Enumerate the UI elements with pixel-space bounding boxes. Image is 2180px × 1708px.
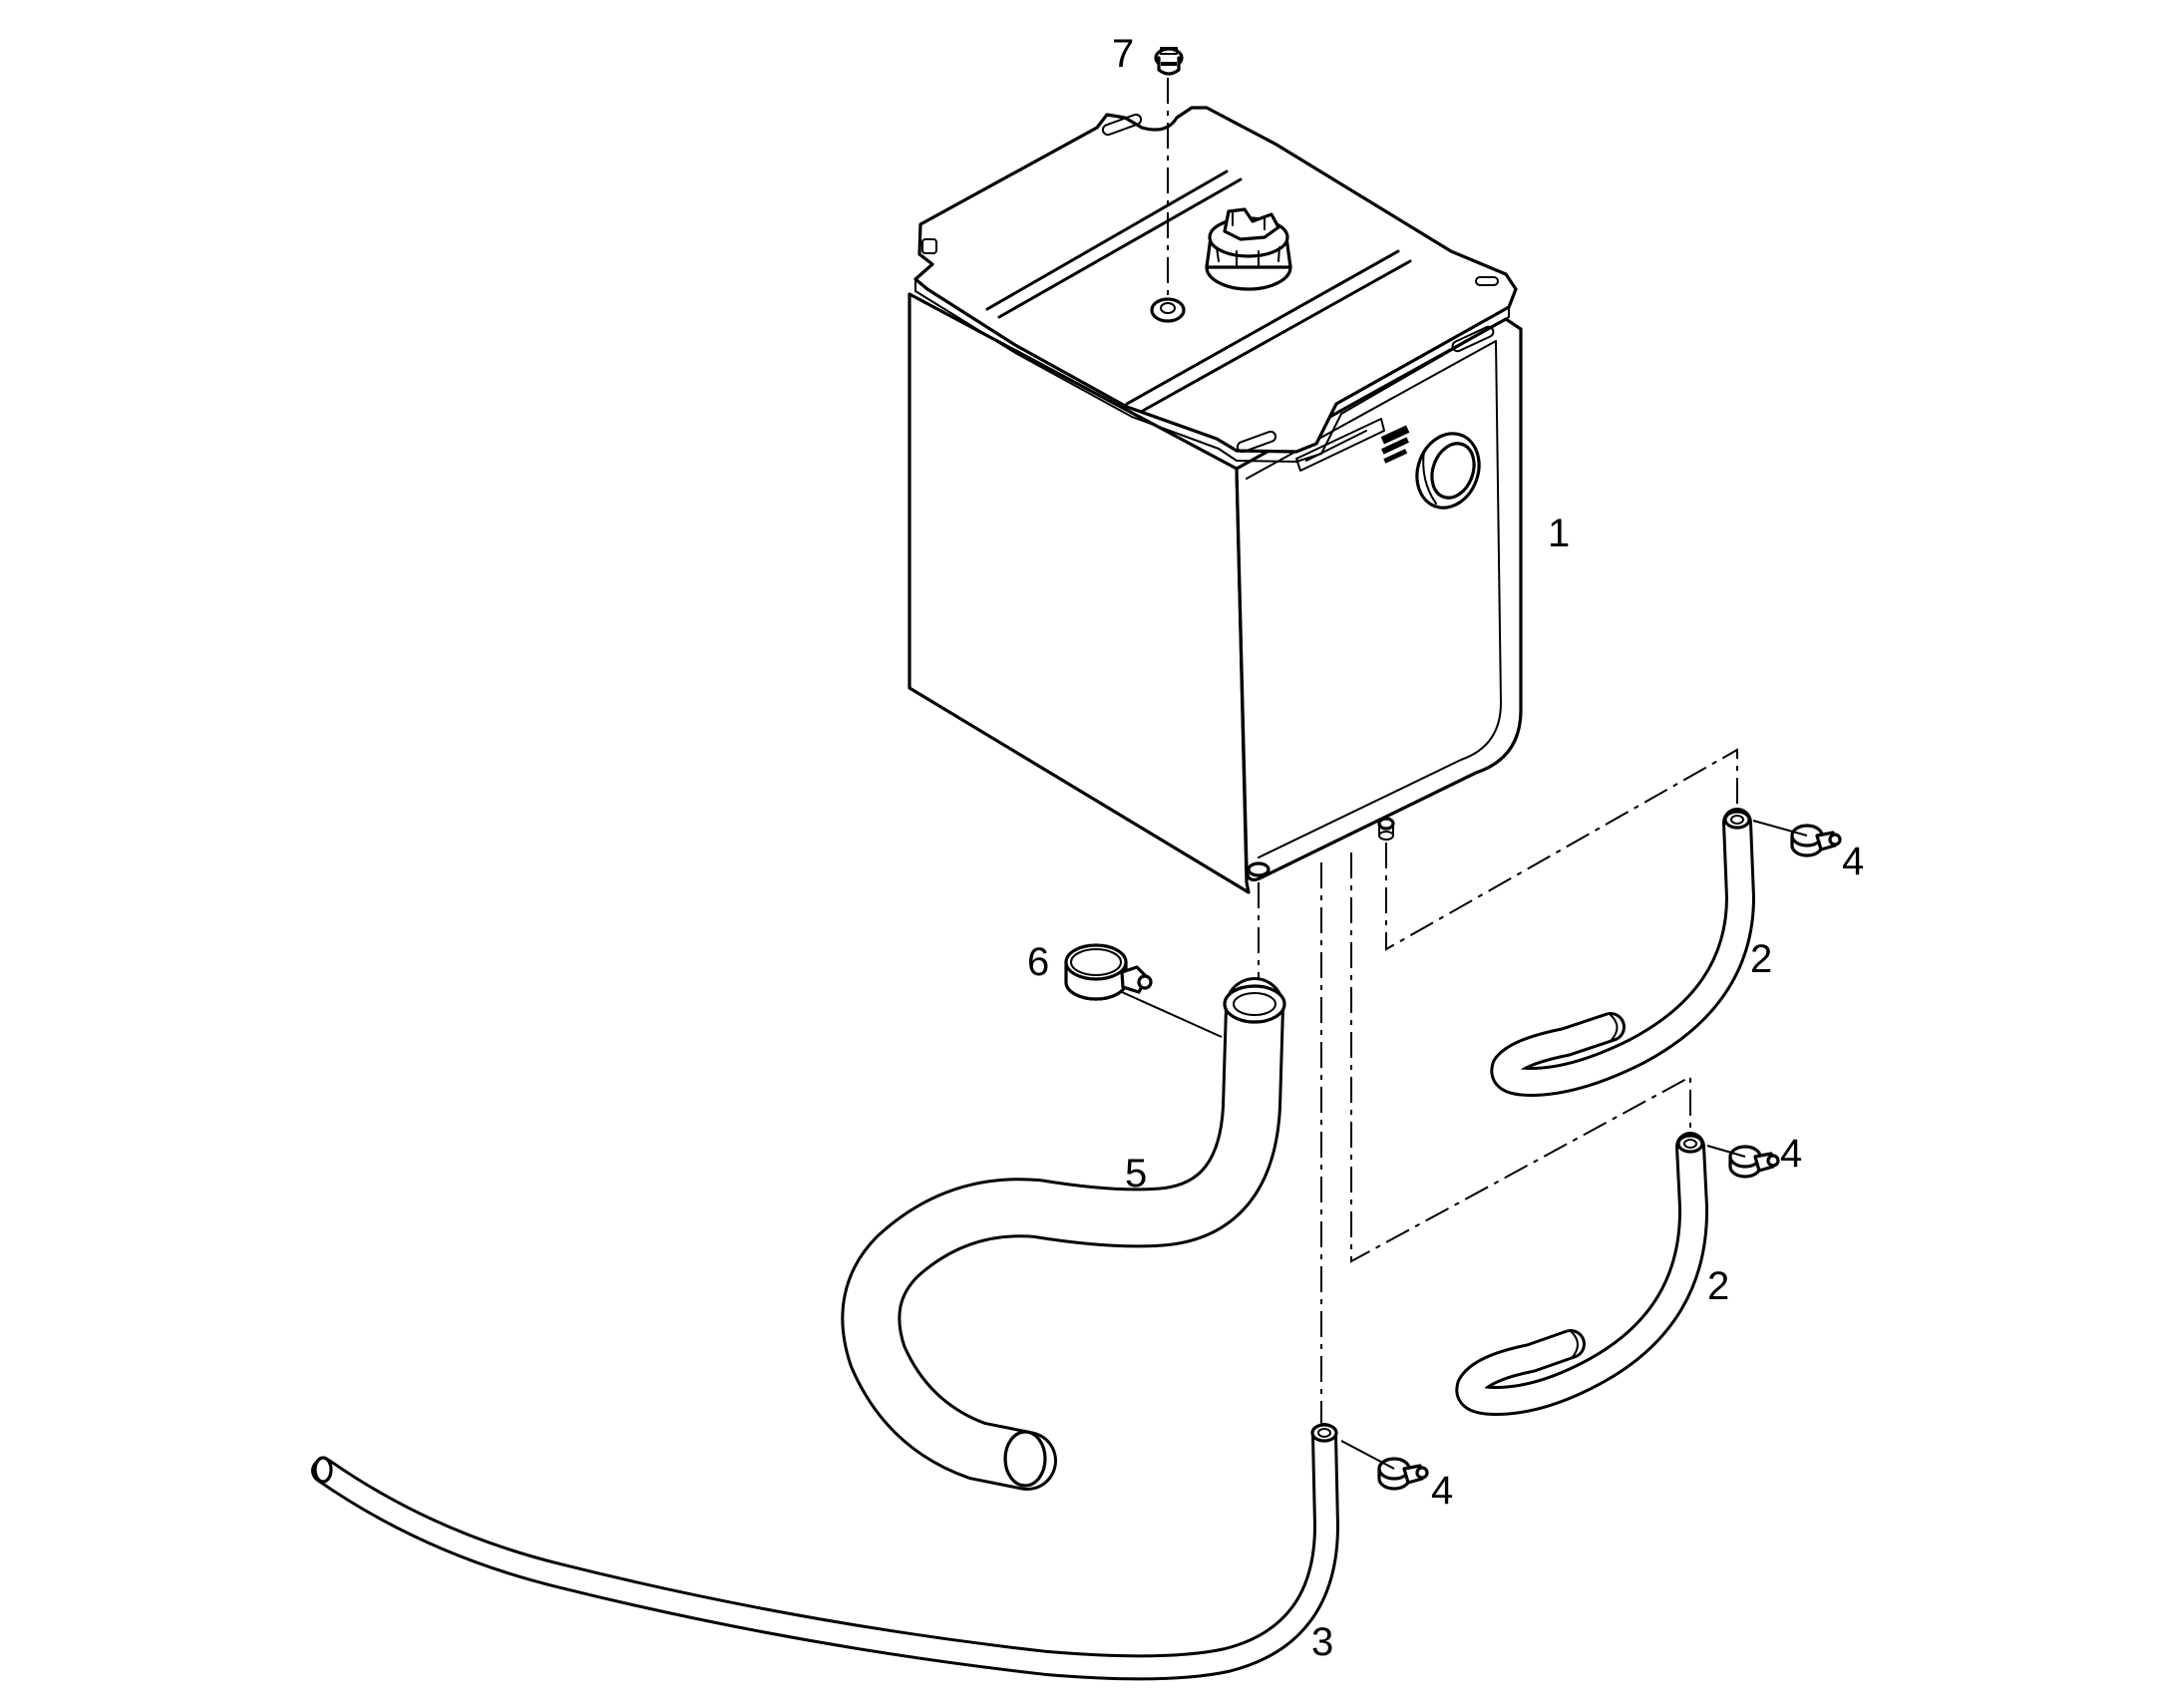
callout-labels: 7 1 4 2 6 4 5 2 4 3	[1027, 32, 1864, 1664]
hose-2-lower	[1455, 1132, 1709, 1416]
bottom-outlets	[1247, 817, 1395, 877]
centerline-hose2a	[1385, 748, 1738, 951]
mount-slot-5	[921, 238, 937, 254]
hose-clamp-large	[1064, 943, 1153, 1001]
callout-6: 6	[1027, 940, 1049, 984]
tank-top-channel-1	[985, 170, 1243, 319]
top-port-hole	[1160, 302, 1176, 314]
callout-4-lower: 4	[1431, 1469, 1453, 1513]
mount-slot-3	[1236, 430, 1277, 454]
hose-clamp-small-2	[1728, 1145, 1780, 1179]
callout-1: 1	[1548, 512, 1570, 555]
callout-4-upper: 4	[1842, 840, 1864, 883]
mount-slot-1	[1101, 113, 1143, 137]
center-lines	[1167, 78, 1738, 1426]
callout-3: 3	[1311, 1620, 1333, 1664]
mount-slot-2	[1451, 325, 1495, 353]
hose-5-large	[841, 977, 1286, 1491]
hose-3-long	[311, 1423, 1339, 1681]
mount-slot-4	[1475, 276, 1499, 286]
hose-clamp-small-3	[1377, 1457, 1429, 1491]
callout-4-middle: 4	[1780, 1132, 1802, 1176]
centerline-hose2b	[1350, 853, 1691, 1263]
callout-7: 7	[1112, 32, 1134, 76]
filler-cap	[1205, 207, 1292, 291]
sight-glass	[1415, 432, 1481, 510]
tank-left-panel	[908, 292, 1251, 894]
callout-2-upper: 2	[1750, 937, 1772, 981]
tank-top-channel-2	[1125, 249, 1412, 414]
tank	[908, 106, 1523, 894]
label-plate	[1295, 418, 1410, 472]
top-port	[1150, 297, 1186, 323]
hose-clamp-small-1	[1790, 824, 1842, 857]
callout-2-lower: 2	[1707, 1264, 1729, 1308]
hose-2-upper	[1490, 808, 1755, 1097]
tank-top-edge	[914, 278, 1510, 463]
drain-plug	[1154, 47, 1184, 76]
tank-front-frame	[1246, 340, 1502, 858]
callout-5: 5	[1125, 1152, 1147, 1196]
leader-lines	[1121, 820, 1808, 1470]
